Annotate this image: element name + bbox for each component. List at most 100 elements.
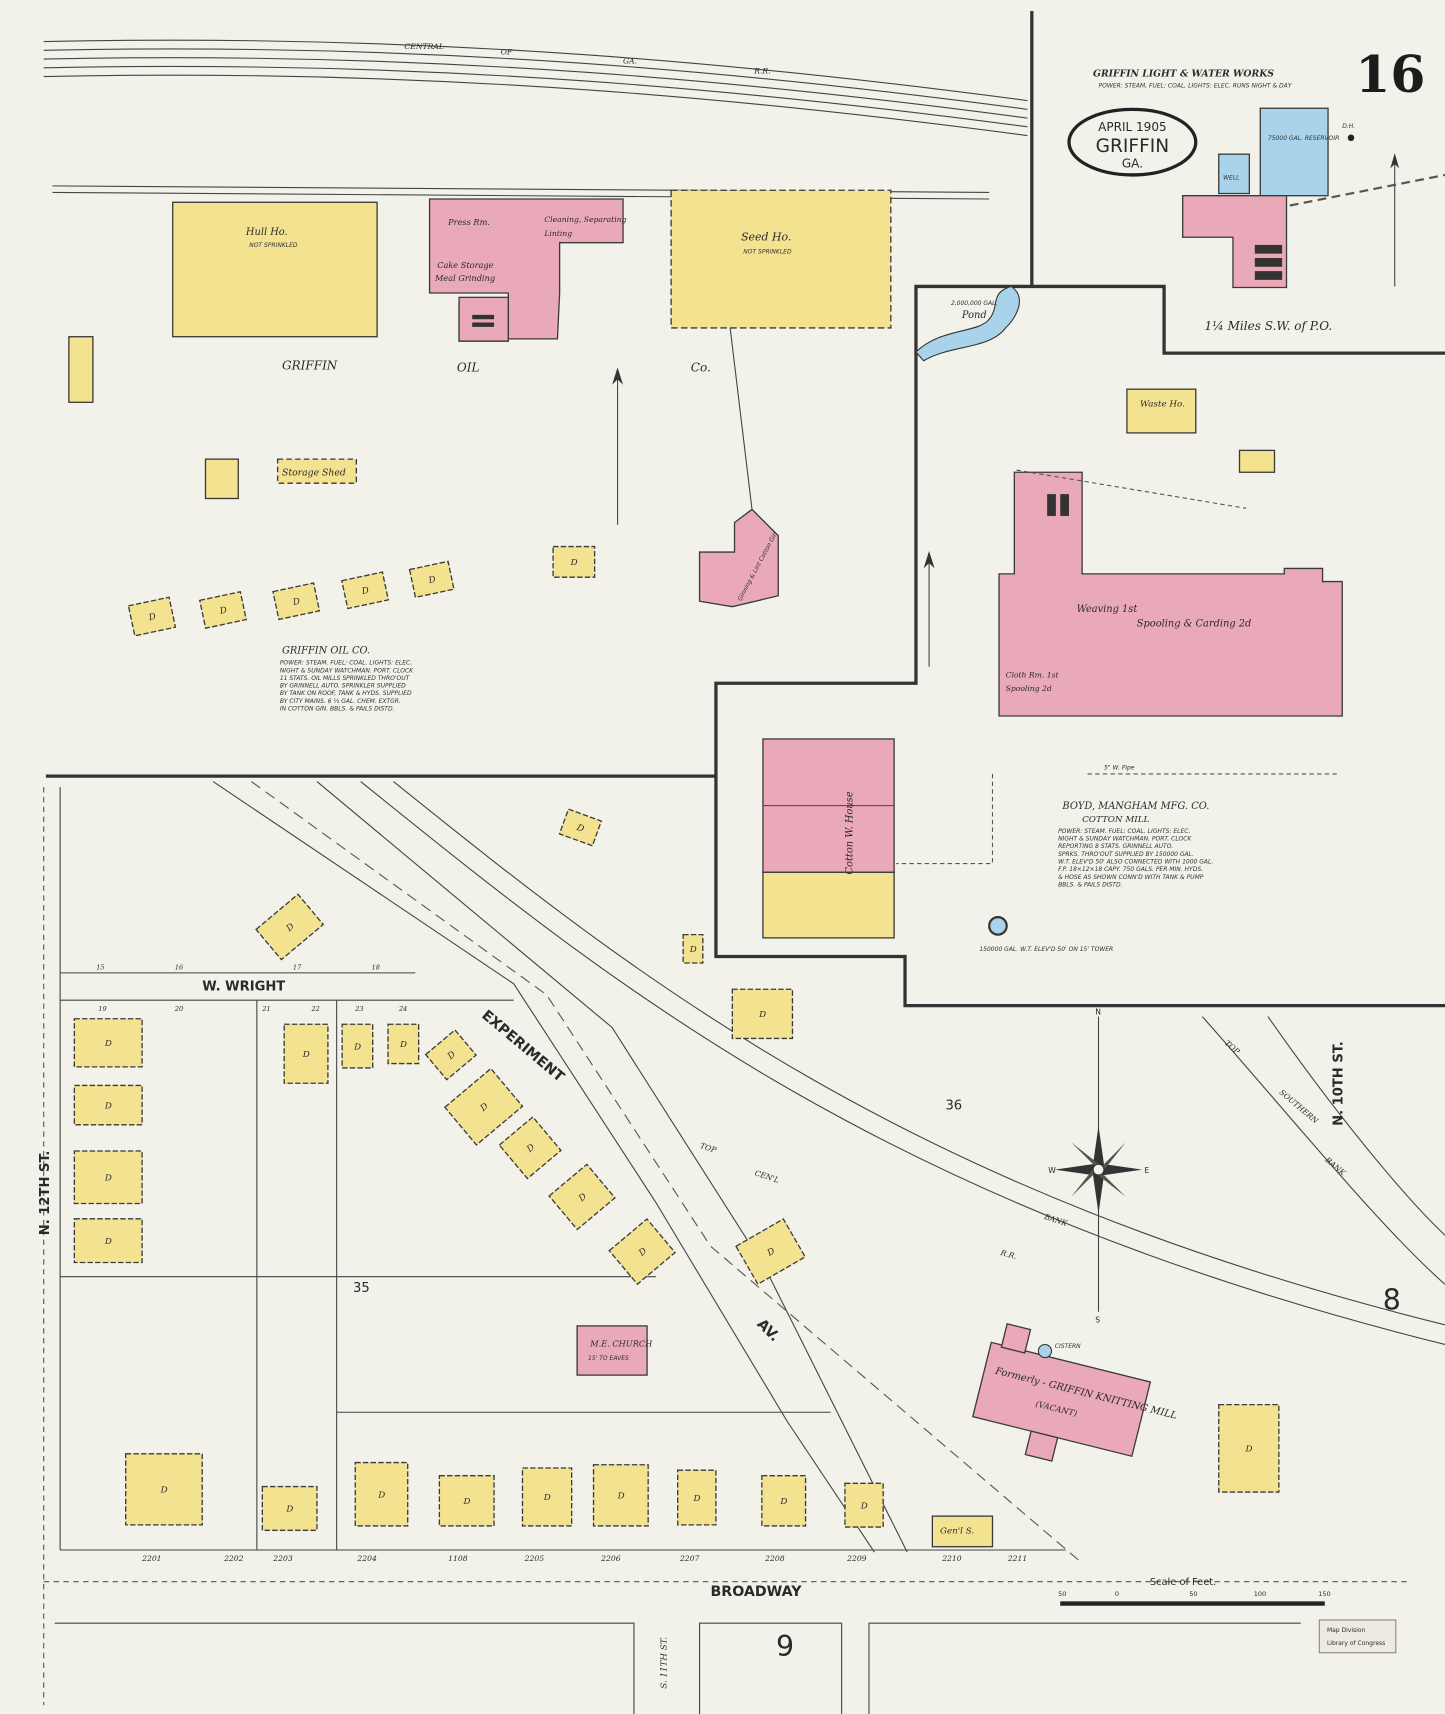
dwelling-label: D (104, 1174, 112, 1184)
dwelling-label: D (360, 586, 370, 597)
dwelling: D (341, 571, 390, 610)
dwelling: D (125, 1453, 203, 1526)
compass-rose: W E N S (1048, 1007, 1149, 1324)
cotton-house-label: Cotton W. House (845, 791, 856, 874)
compass-e: E (1144, 1166, 1149, 1175)
hydrant-icon (1347, 134, 1355, 142)
adjacent-sheet: 8 (1383, 1284, 1401, 1317)
address-number: 1108 (448, 1554, 468, 1563)
dwelling: D (408, 560, 455, 599)
stamp-text: Map Division (1327, 1627, 1366, 1634)
storage-shed-label: Storage Shed (282, 468, 346, 479)
lot-number: 17 (293, 964, 302, 972)
title-cartouche (1067, 107, 1198, 177)
dwelling-label: D (104, 1237, 112, 1247)
reservoir (1259, 107, 1329, 197)
dwelling-label: D (570, 558, 578, 568)
cloth-room-label: Cloth Rm. 1st (1006, 671, 1060, 680)
mill-title: BOYD, MANGHAM MFG. CO. (1061, 801, 1209, 812)
mill-note-line: NIGHT & SUNDAY WATCHMAN. PORT. CLOCK (1058, 836, 1192, 843)
dwelling: D (261, 1485, 318, 1531)
dwelling: D (198, 590, 248, 629)
owner-label: GRIFFIN (282, 359, 338, 373)
dwelling: D (592, 1464, 649, 1527)
lot-number: 18 (372, 964, 380, 972)
dwelling: D (761, 1475, 807, 1527)
dwelling: D (424, 1029, 477, 1081)
dwelling-label: D (765, 1246, 777, 1259)
not-sprinkled-label: NOT SPRINKLED (249, 242, 298, 249)
dwelling-label: D (285, 1505, 293, 1515)
owner-label: OIL (457, 361, 480, 375)
sheet-state: GA. (1122, 156, 1143, 170)
griffin-knitting-mill: Formerly - GRIFFIN KNITTING MILL (VACANT… (971, 1322, 1178, 1462)
street-s11th: S. 11TH ST. (660, 1637, 670, 1689)
dwelling-label: D (291, 597, 301, 608)
scale-tick: 50 (1058, 1590, 1066, 1598)
griffin-light-water-works: GRIFFIN LIGHT & WATER WORKS POWER: STEAM… (1067, 45, 1445, 333)
address-number: 2203 (272, 1554, 293, 1563)
dwelling-label: D (779, 1497, 787, 1507)
meal-grinding-label: Meal Grinding (434, 273, 495, 283)
cistern (1037, 1343, 1053, 1359)
north-arrow-icon (923, 550, 935, 569)
mill-note-line: W.T. ELEV'D 50' ALSO CONNECTED WITH 1000… (1058, 859, 1213, 866)
linting-label: Linting (543, 229, 572, 238)
address-number: 2211 (1007, 1554, 1027, 1563)
griffin-oil-co: Hull Ho. NOT SPRINKLED Seed Ho. NOT SPRI… (68, 189, 892, 713)
not-sprinkled-label: NOT SPRINKLED (743, 249, 792, 256)
property-boundaries (45, 10, 1445, 1008)
dwelling-label: D (462, 1497, 470, 1507)
oil-note-line: NIGHT & SUNDAY WATCHMAN. PORT. CLOCK (280, 667, 414, 674)
hydrant-label: D.H. (1342, 123, 1355, 130)
waste-house (1126, 388, 1197, 434)
dwelling: D (341, 1023, 374, 1069)
dwelling-label: D (860, 1501, 868, 1511)
dwelling-label: D (104, 1101, 112, 1111)
pond (915, 285, 1020, 362)
dwelling: D (272, 582, 321, 621)
oil-note-line: IN COTTON GIN. BBLS. & PAILS DISTD. (280, 706, 395, 713)
adjacent-sheet: 9 (776, 1630, 794, 1663)
office (68, 336, 94, 403)
scale-tick: 150 (1318, 1590, 1331, 1598)
dwelling-label: D (693, 1494, 701, 1504)
dwelling: D (73, 1018, 143, 1068)
works-title: GRIFFIN LIGHT & WATER WORKS (1093, 69, 1274, 80)
water-main (1289, 173, 1445, 207)
dwelling: D (438, 1475, 495, 1527)
works-note: POWER: STEAM, FUEL: COAL, LIGHTS: ELEC. … (1099, 82, 1293, 89)
cotton-warehouse-frame (762, 871, 895, 939)
lot-number: 20 (174, 1005, 183, 1013)
oil-note-line: 11 STATS. OIL MILLS SPRINKLED THRO'OUT (280, 675, 411, 682)
boyd-mangham-mill: Pond 2,000,000 GAL. Waste Ho. Weaving 1s… (762, 285, 1343, 953)
reservoir-label: 75000 GAL. RESERVOIR (1268, 135, 1339, 142)
block-number: 35 (353, 1281, 370, 1296)
waste-house-label: Waste Ho. (1140, 400, 1185, 410)
church-label: M.E. CHURCH (589, 1339, 653, 1349)
address-number: 2202 (223, 1554, 244, 1563)
cake-storage-label: Cake Storage (437, 260, 493, 270)
spooling2-label: Spooling 2d (1006, 684, 1052, 693)
dwelling: D (255, 893, 325, 961)
dwelling: D (1218, 1403, 1280, 1493)
north-arrow-icon (612, 367, 624, 385)
dwelling: D (387, 1023, 420, 1065)
mill-note-line: & HOSE AS SHOWN CONN'D WITH TANK & PUMP (1058, 874, 1204, 881)
dwelling-label: D (617, 1492, 625, 1502)
well (1218, 153, 1251, 195)
cleaning-label: Cleaning, Separating (544, 215, 626, 224)
seed-house-label: Seed Ho. (741, 231, 791, 244)
water-tower (988, 916, 1008, 936)
church-note: 15' TO EAVES (588, 1355, 629, 1362)
dwelling-label: D (758, 1010, 766, 1020)
dwelling-label: D (574, 823, 585, 835)
spooling-label: Spooling & Carding 2d (1137, 618, 1252, 629)
scale-tick: 0 (1115, 1590, 1119, 1598)
oil-co-title: GRIFFIN OIL CO. (282, 646, 370, 657)
street-n10th: N. 10TH ST. (1331, 1041, 1346, 1126)
dwelling-label: D (1245, 1445, 1253, 1455)
